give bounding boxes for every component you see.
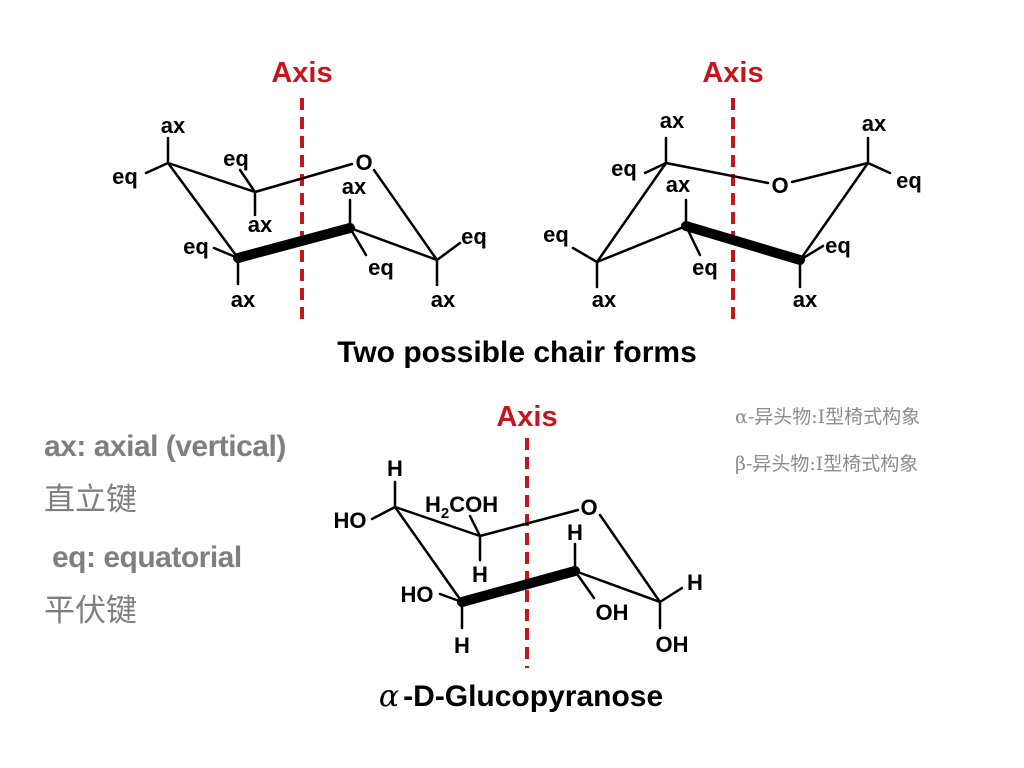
right-c1-axial-label: ax — [660, 108, 685, 133]
bottom-axis-label: Axis — [496, 401, 557, 433]
c3-ho-label: HO — [401, 582, 434, 607]
c2-oh-label: OH — [596, 600, 629, 625]
right-axis-label: Axis — [702, 57, 763, 89]
left-ring-oxygen: O — [355, 150, 372, 175]
right-substituent-bonds — [571, 136, 892, 289]
bottom-substituent-bonds — [370, 480, 684, 630]
right-ring — [595, 161, 870, 264]
left-substituent-bonds — [144, 136, 462, 287]
bottom-labels: O H HO H2COH H HO H H OH H OH — [334, 456, 703, 658]
left-c1-equatorial-label: eq — [112, 164, 138, 189]
ch2oh-label: H2COH — [425, 492, 498, 522]
left-c3-equatorial-label: eq — [183, 234, 209, 259]
c2-h-label: H — [567, 520, 583, 545]
right-ring-front-bond — [681, 221, 805, 265]
right-c3-equatorial-label: eq — [692, 255, 718, 280]
right-c1-equatorial-label: eq — [611, 156, 637, 181]
right-c5-equatorial-label: eq — [896, 168, 922, 193]
left-labels: O ax eq eq ax eq ax ax eq eq ax — [112, 113, 487, 312]
left-c3-axial-label: ax — [231, 287, 256, 312]
c1-h-label: H — [687, 570, 703, 595]
right-c4-axial-label: ax — [793, 287, 818, 312]
caption-alpha-symbol: α — [379, 679, 399, 714]
bottom-ring-front-bond — [457, 566, 580, 607]
caption-two-chair-forms: Two possible chair forms — [337, 336, 697, 369]
left-c1-axial-label: ax — [161, 113, 186, 138]
caption-d-config: -D- — [403, 680, 445, 713]
right-c5-axial-label: ax — [862, 111, 887, 136]
left-c5-equatorial-label: eq — [461, 224, 487, 249]
left-c2-equatorial-label: eq — [223, 146, 249, 171]
left-c2-axial-label: ax — [248, 212, 273, 237]
right-ring-oxygen: O — [771, 173, 788, 198]
left-c4-axial-label: ax — [342, 174, 367, 199]
left-ring-front-bond — [233, 223, 355, 263]
ch2oh-rest: COH — [449, 492, 498, 517]
ch2oh-subscript: 2 — [441, 505, 449, 522]
c5-ho-label: HO — [334, 508, 367, 533]
c5-h-label: H — [387, 456, 403, 481]
right-labels: O ax eq ax eq eq ax ax eq eq ax — [543, 108, 922, 312]
left-axis-label: Axis — [271, 57, 332, 89]
right-c4-equatorial-label: eq — [825, 233, 851, 258]
c3-h-label: H — [454, 633, 470, 658]
legend-equatorial-chinese: 平伏键 — [44, 593, 137, 629]
right-c2-axial-label: ax — [592, 287, 617, 312]
glucopyranose-chair: Axis O H HO H2COH H HO — [334, 401, 703, 668]
legend-axial: ax: axial (vertical) — [44, 430, 286, 463]
left-chair: Axis O ax eq eq ax — [112, 57, 487, 325]
alpha-anomer-note: α-异头物:I型椅式构象 — [735, 406, 921, 428]
c1-oh-label: OH — [656, 632, 689, 657]
caption-glucopyranose: Glucopyranose — [445, 680, 663, 713]
left-ring — [166, 161, 439, 262]
legend-equatorial: eq: equatorial — [52, 541, 242, 574]
ch2oh-h2: H — [425, 492, 441, 517]
right-c2-equatorial-label: eq — [543, 222, 569, 247]
left-c4-equatorial-label: eq — [368, 255, 394, 280]
legend-axial-chinese: 直立键 — [44, 482, 137, 518]
c4-h-label: H — [472, 562, 488, 587]
caption-alpha-d-glucopyranose: α-D-Glucopyranose — [379, 679, 663, 714]
right-chair: Axis O ax eq ax eq eq — [543, 57, 922, 325]
right-c3-axial-label: ax — [666, 172, 691, 197]
bottom-ring — [393, 505, 662, 604]
left-c5-axial-label: ax — [431, 287, 456, 312]
beta-anomer-note: β-异头物:I型椅式构象 — [735, 453, 919, 475]
bottom-ring-oxygen: O — [580, 495, 597, 520]
